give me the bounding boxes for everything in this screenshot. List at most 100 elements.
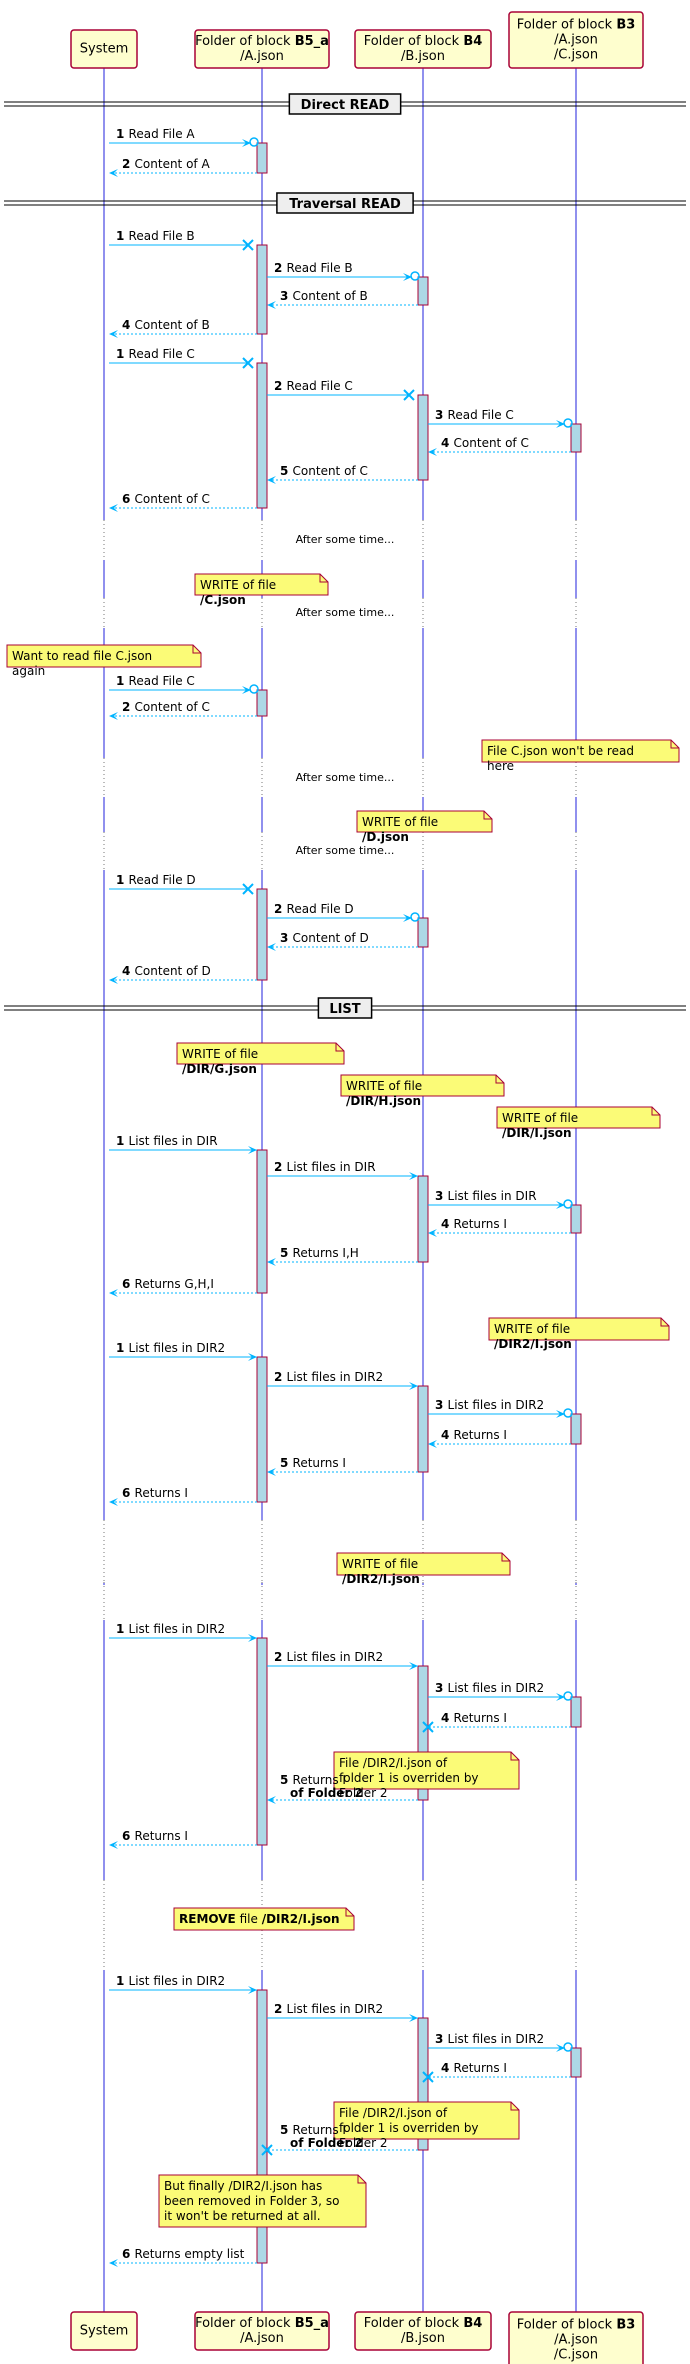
activation-bar bbox=[256, 888, 268, 981]
note-box bbox=[173, 1907, 355, 1931]
note-text: REMOVE file /DIR2/I.json bbox=[179, 1912, 340, 1926]
message-arrow: 1 Read File D bbox=[109, 873, 254, 895]
note-text: been removed in Folder 3, so bbox=[164, 2194, 339, 2208]
participant-label: /A.json bbox=[554, 33, 598, 48]
message-arrow: 6 Returns empty list bbox=[109, 2247, 257, 2267]
message-label: 2 List files in DIR2 bbox=[274, 1370, 383, 1384]
message-label: 1 Read File A bbox=[116, 127, 195, 141]
participant-b4-bottom: Folder of block B4/B.json bbox=[354, 2311, 492, 2351]
message-label: 3 Content of B bbox=[280, 289, 368, 303]
circle-end-icon bbox=[563, 418, 573, 428]
arrow-head-icon bbox=[109, 1498, 118, 1506]
message-label: 4 Content of C bbox=[441, 436, 529, 450]
note-text: folder 1 is overriden by bbox=[339, 2121, 479, 2135]
activation-bar bbox=[417, 1665, 429, 1801]
note-text: File /DIR2/I.json of bbox=[339, 1756, 448, 1770]
participant-label: Folder of block B5_a bbox=[195, 34, 329, 49]
arrow-head-icon bbox=[428, 1229, 437, 1237]
arrow-head-icon bbox=[556, 2044, 565, 2052]
message-arrow: 2 Content of A bbox=[109, 157, 257, 177]
message-label: 4 Returns I bbox=[441, 1428, 507, 1442]
message-arrow: 4 Content of C bbox=[428, 436, 571, 456]
circle-end-icon bbox=[249, 684, 259, 694]
arrow-head-icon bbox=[248, 1146, 257, 1154]
note-text: File /DIR2/I.json of bbox=[339, 2106, 448, 2120]
arrow-head-icon bbox=[248, 1634, 257, 1642]
message-label: 2 Content of A bbox=[122, 157, 210, 171]
circle-end-icon bbox=[563, 1408, 573, 1418]
note-text: again bbox=[12, 664, 45, 678]
message-label: 3 List files in DIR2 bbox=[435, 1398, 544, 1412]
participant-box bbox=[194, 2311, 330, 2351]
x-marker-icon bbox=[422, 1721, 434, 1733]
participant-sys-bottom: System bbox=[70, 2311, 138, 2351]
message-label: 3 List files in DIR bbox=[435, 1189, 537, 1203]
activation-bar bbox=[256, 1356, 268, 1503]
note-box bbox=[496, 1106, 661, 1129]
activations bbox=[256, 142, 582, 2264]
arrow-head-icon bbox=[109, 1841, 118, 1849]
message-label: 5 Returns I bbox=[280, 1773, 346, 1787]
participant-label: /A.json bbox=[554, 2333, 598, 2348]
activation-bar bbox=[256, 1149, 268, 1294]
message-label: 1 List files in DIR2 bbox=[116, 1341, 225, 1355]
message-label: 6 Returns G,H,I bbox=[122, 1277, 214, 1291]
note-box bbox=[333, 1751, 520, 1790]
message-arrow: 2 List files in DIR2 bbox=[267, 1370, 418, 1390]
arrow-head-icon bbox=[248, 1986, 257, 1994]
participant-label: /C.json bbox=[554, 2348, 598, 2363]
arrow-head-icon bbox=[267, 943, 276, 951]
message-label-line2: of Folder 2 bbox=[290, 1786, 363, 1800]
note-text: WRITE of file bbox=[200, 578, 276, 592]
activation-bar bbox=[256, 1637, 268, 1846]
message-arrow: 2 Read File D bbox=[267, 902, 420, 922]
arrow-head-icon bbox=[556, 1693, 565, 1701]
arrow-head-icon bbox=[428, 448, 437, 456]
participant-box bbox=[354, 29, 492, 69]
note-text: WRITE of file bbox=[182, 1047, 258, 1061]
message-label: 1 Read File B bbox=[116, 229, 195, 243]
note-text: Folder 2 bbox=[339, 2136, 388, 2150]
message-arrow: 1 List files in DIR bbox=[109, 1134, 257, 1154]
participant-box bbox=[508, 11, 644, 69]
participant-b3-top: Folder of block B3/A.json/C.json bbox=[508, 11, 644, 69]
note-text: Folder 2 bbox=[339, 1786, 388, 1800]
note-box bbox=[481, 739, 680, 763]
arrow-head-icon bbox=[267, 1468, 276, 1476]
message-arrow: 4 Returns I bbox=[428, 1428, 571, 1448]
activation-bar bbox=[256, 362, 268, 509]
message-arrow: 5 Returns Iof Folder 2 bbox=[267, 1773, 418, 1804]
arrow-head-icon bbox=[248, 1353, 257, 1361]
message-arrow: 3 List files in DIR2 bbox=[428, 2032, 573, 2052]
message-arrow: 1 Read File A bbox=[109, 127, 259, 147]
message-arrow: 2 Content of C bbox=[109, 700, 257, 720]
message-label: 1 Read File D bbox=[116, 873, 196, 887]
circle-end-icon bbox=[410, 271, 420, 281]
note-text: /DIR/I.json bbox=[502, 1126, 572, 1140]
arrow-head-icon bbox=[109, 712, 118, 720]
message-arrow: 5 Content of C bbox=[267, 464, 418, 484]
divider-box bbox=[276, 192, 414, 214]
message-label: 2 Read File D bbox=[274, 902, 354, 916]
participant-label: Folder of block B3 bbox=[517, 18, 636, 33]
note-box bbox=[488, 1317, 670, 1341]
activation-bar bbox=[256, 142, 268, 174]
message-label: 2 Read File C bbox=[274, 379, 353, 393]
note-box bbox=[336, 1552, 511, 1576]
participant-sys-top: System bbox=[70, 29, 138, 69]
participant-label: System bbox=[80, 2324, 128, 2339]
note-box bbox=[176, 1042, 345, 1065]
arrow-head-icon bbox=[267, 301, 276, 309]
participant-label: Folder of block B4 bbox=[364, 34, 483, 49]
participant-label: /C.json bbox=[554, 48, 598, 63]
note-text: /DIR/H.json bbox=[346, 1094, 421, 1108]
arrow-head-icon bbox=[556, 1201, 565, 1209]
message-arrow: 4 Content of D bbox=[109, 964, 257, 984]
participant-label: /B.json bbox=[401, 49, 445, 64]
arrow-head-icon bbox=[109, 1289, 118, 1297]
x-marker-icon bbox=[422, 2071, 434, 2083]
message-label: 5 Returns I bbox=[280, 1456, 346, 1470]
